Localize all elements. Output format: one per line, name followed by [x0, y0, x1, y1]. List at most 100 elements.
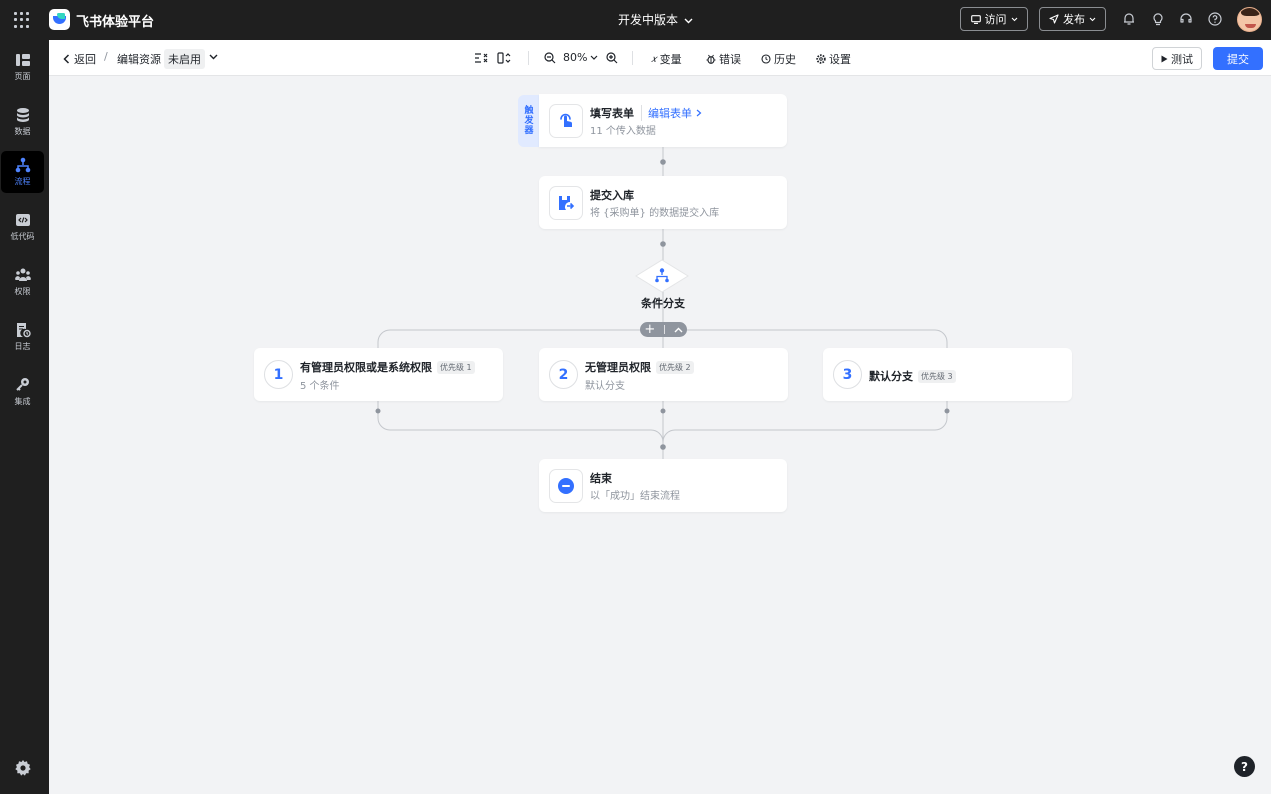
log-icon	[16, 323, 31, 338]
branch-card-2[interactable]: 2 无管理员权限 优先级 2 默认分支	[539, 348, 788, 401]
node-subtitle: 以「成功」结束流程	[590, 491, 680, 502]
branch-card-3[interactable]: 3 默认分支 优先级 3	[823, 348, 1072, 401]
code-icon	[15, 214, 30, 226]
flow-icon	[15, 157, 30, 173]
trigger-node[interactable]: 填写表单 编辑表单 11 个传入数据	[539, 94, 787, 147]
collapse-chevron-up-icon[interactable]	[674, 327, 683, 333]
sidebar-item-lowcode[interactable]: 低代码	[1, 206, 44, 248]
test-button[interactable]: 测试	[1152, 47, 1202, 70]
branch-title: 有管理员权限或是系统权限 优先级 1	[300, 359, 475, 375]
auto-layout-icon[interactable]	[474, 52, 488, 64]
version-selector[interactable]: 开发中版本	[618, 11, 693, 28]
branch-name: 无管理员权限	[585, 361, 651, 374]
end-minus-icon	[558, 478, 574, 494]
zoom-level-select[interactable]: 80%	[563, 51, 598, 64]
page-icon	[15, 54, 30, 66]
resource-name: 编辑资源	[117, 53, 161, 66]
toolbar-divider	[632, 51, 633, 65]
trigger-tag-char: 触	[524, 106, 534, 116]
submit-data-node[interactable]: 提交入库 将 {采购单} 的数据提交入库	[539, 176, 787, 229]
chevron-left-icon	[63, 54, 70, 64]
top-bar: 飞书体验平台 开发中版本 访问 发布	[0, 0, 1271, 40]
settings-label: 设置	[829, 53, 851, 66]
settings-gear-icon[interactable]	[14, 759, 32, 777]
sidebar-item-permission[interactable]: 权限	[1, 261, 44, 303]
status-badge[interactable]: 未启用	[164, 49, 205, 69]
breadcrumb-separator: /	[104, 50, 108, 63]
branch-controls: +	[640, 322, 687, 337]
hand-pointer-icon	[560, 113, 573, 127]
sidebar-item-page[interactable]: 页面	[1, 46, 44, 88]
end-node[interactable]: 结束 以「成功」结束流程	[539, 459, 787, 512]
sidebar-item-label: 集成	[14, 397, 31, 406]
errors-button[interactable]: 错误	[706, 51, 741, 67]
lightbulb-icon[interactable]	[1151, 12, 1165, 26]
branch-subtitle: 默认分支	[585, 381, 625, 392]
bell-icon[interactable]	[1122, 12, 1136, 26]
sidebar-item-data[interactable]: 数据	[1, 101, 44, 143]
visit-button[interactable]: 访问	[960, 7, 1028, 31]
send-icon	[1049, 14, 1059, 24]
people-icon	[14, 268, 31, 281]
priority-badge: 优先级 2	[656, 360, 694, 374]
toolbar-divider	[528, 51, 529, 65]
branch-icon	[655, 268, 669, 283]
sidebar-item-integration[interactable]: 集成	[1, 371, 44, 413]
sidebar-item-log[interactable]: 日志	[1, 316, 44, 358]
test-label: 测试	[1171, 52, 1193, 66]
play-icon	[1161, 55, 1168, 62]
priority-badge: 优先级 1	[437, 360, 475, 374]
app-grid-icon[interactable]	[14, 12, 30, 28]
help-button[interactable]: ?	[1234, 756, 1255, 777]
zoom-out-icon[interactable]	[544, 52, 556, 64]
headset-icon[interactable]	[1179, 12, 1193, 26]
variables-label: 变量	[659, 53, 682, 66]
branch-number: 1	[264, 360, 293, 389]
chevron-down-icon	[591, 55, 598, 60]
user-avatar[interactable]	[1237, 7, 1262, 32]
fit-view-icon[interactable]	[497, 52, 511, 64]
trigger-tag-char: 器	[524, 126, 534, 136]
sidebar-item-label: 权限	[14, 287, 31, 296]
monitor-icon	[970, 14, 981, 24]
app-logo	[49, 9, 70, 30]
chevron-down-icon	[1011, 17, 1017, 21]
branch-title: 无管理员权限 优先级 2	[585, 359, 694, 375]
settings-button[interactable]: 设置	[816, 51, 851, 67]
zoom-in-icon[interactable]	[606, 52, 618, 64]
chevron-right-icon	[696, 109, 701, 117]
back-label: 返回	[74, 53, 96, 66]
history-button[interactable]: 历史	[761, 51, 796, 67]
chevron-down-icon[interactable]	[209, 54, 218, 60]
submit-button[interactable]: 提交	[1213, 47, 1263, 70]
add-branch-icon[interactable]: +	[644, 322, 656, 337]
node-title: 提交入库	[590, 189, 634, 202]
gear-icon	[816, 54, 826, 64]
sidebar-item-label: 页面	[14, 72, 31, 81]
chevron-down-icon	[1089, 17, 1096, 21]
history-clock-icon	[761, 54, 771, 64]
branch-name: 有管理员权限或是系统权限	[300, 361, 432, 374]
database-icon	[16, 108, 29, 122]
variables-button[interactable]: 𝑥 变量	[651, 51, 682, 67]
sidebar-item-label: 日志	[14, 342, 31, 351]
branch-title: 默认分支 优先级 3	[869, 368, 956, 384]
branch-card-1[interactable]: 1 有管理员权限或是系统权限 优先级 1 5 个条件	[254, 348, 503, 401]
variable-icon: 𝑥	[651, 53, 657, 65]
node-subtitle: 11 个传入数据	[590, 126, 656, 137]
chevron-down-icon	[684, 18, 693, 24]
back-button[interactable]: 返回	[63, 51, 96, 67]
condition-branch-node[interactable]	[635, 259, 689, 293]
zoom-level: 80%	[563, 51, 588, 64]
edit-form-link[interactable]: 编辑表单	[641, 105, 702, 121]
condition-label: 条件分支	[641, 297, 685, 310]
trigger-tag: 触 发 器	[518, 95, 540, 147]
publish-button[interactable]: 发布	[1039, 7, 1106, 31]
priority-badge: 优先级 3	[918, 369, 956, 383]
app-title: 飞书体验平台	[76, 15, 155, 30]
help-icon[interactable]	[1208, 12, 1222, 26]
sidebar-item-flow[interactable]: 流程	[1, 151, 44, 193]
sidebar-item-label: 数据	[14, 127, 31, 136]
node-icon-box	[549, 469, 583, 503]
visit-label: 访问	[984, 13, 1007, 26]
